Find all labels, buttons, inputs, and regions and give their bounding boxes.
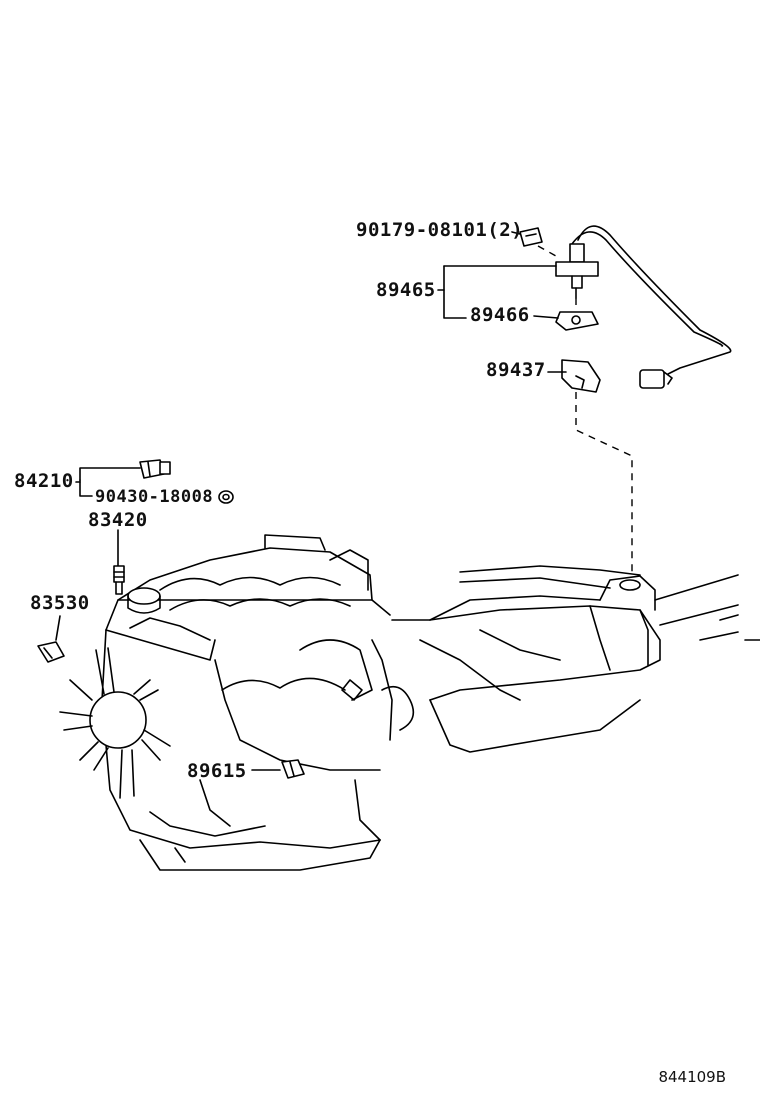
callout-oxygen-sensor-assy[interactable]: 89465 xyxy=(376,279,436,301)
callout-gasket-ring[interactable]: 90430-18008 xyxy=(95,487,214,507)
cooling-fan xyxy=(59,647,171,799)
knock-sensor xyxy=(281,759,305,779)
callout-oxygen-sensor-gasket[interactable]: 89466 xyxy=(470,304,530,326)
engine-block xyxy=(101,534,760,871)
diagram-id: 844109B xyxy=(658,1068,726,1086)
callout-bolt[interactable]: 90179-08101(2) xyxy=(356,219,524,241)
callout-water-temp-sender[interactable]: 83420 xyxy=(88,509,148,531)
leader-lines xyxy=(55,231,567,771)
oil-pressure-switch xyxy=(139,459,171,479)
callout-water-temp-sensor[interactable]: 83530 xyxy=(30,592,90,614)
water-temp-sensor xyxy=(37,641,65,663)
oxygen-sensor xyxy=(519,225,732,574)
water-temp-sender xyxy=(113,565,125,595)
callout-oil-pressure-switch[interactable]: 84210 xyxy=(14,470,74,492)
callout-knock-sensor[interactable]: 89615 xyxy=(187,760,247,782)
gasket-ring xyxy=(218,490,234,504)
callout-sensor-bracket[interactable]: 89437 xyxy=(486,359,546,381)
